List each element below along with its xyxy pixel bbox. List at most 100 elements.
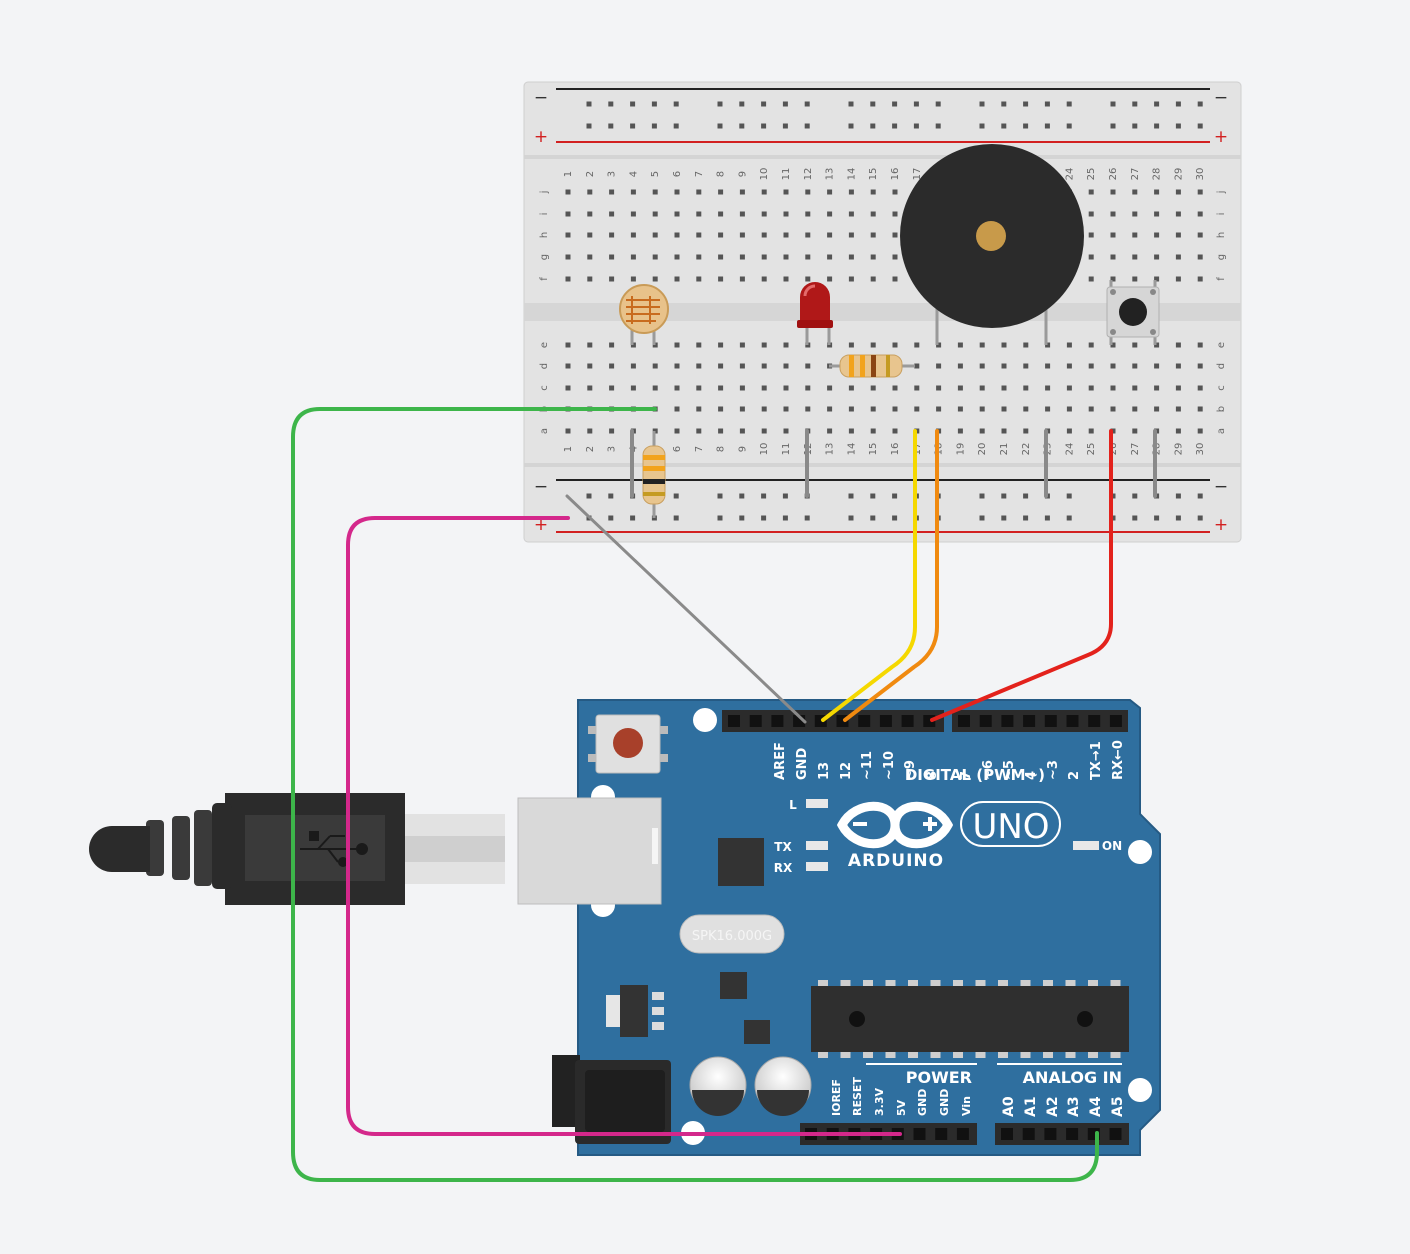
wire-orange-12: [843, 429, 939, 722]
rail-hole: [782, 493, 788, 499]
rail-hole: [717, 515, 723, 521]
usb-b-port[interactable]: [517, 785, 662, 917]
breadboard-hole: [805, 189, 811, 195]
rail-hole: [848, 493, 854, 499]
header-socket: [749, 715, 762, 727]
rail-hole: [892, 101, 898, 107]
breadboard-hole: [1023, 385, 1029, 391]
usb-cable[interactable]: [89, 793, 505, 905]
breadboard-hole: [783, 406, 789, 412]
breadboard-hole: [1175, 232, 1181, 238]
breadboard-hole: [1088, 428, 1094, 434]
rail-hole: [1066, 123, 1072, 129]
breadboard-hole: [739, 406, 745, 412]
rail-hole: [1066, 101, 1072, 107]
capacitor: [754, 1056, 812, 1116]
rail-hole: [761, 493, 767, 499]
breadboard-hole: [1132, 385, 1138, 391]
breadboard-hole: [848, 254, 854, 260]
photoresistor[interactable]: [619, 284, 669, 345]
chip-pin: [1020, 1050, 1031, 1058]
breadboard-hole: [761, 254, 767, 260]
breadboard-hole: [1132, 211, 1138, 217]
pin-label: RX←0: [1111, 740, 1126, 780]
tx-led-label: TX: [774, 840, 792, 854]
rail-hole: [1197, 515, 1203, 521]
breadboard-hole: [1197, 189, 1203, 195]
breadboard-hole: [565, 232, 571, 238]
breadboard-hole: [1110, 385, 1116, 391]
column-label: 6: [672, 446, 683, 452]
column-label: 16: [890, 443, 901, 456]
rail-hole: [1023, 123, 1029, 129]
pin-label: TX→1: [1089, 741, 1104, 780]
column-label: 13: [825, 168, 836, 181]
wire-magenta-5v: [346, 516, 902, 1136]
rail-hole: [608, 515, 614, 521]
column-label: 5: [650, 171, 661, 177]
rail-hole: [1197, 493, 1203, 499]
resistor-led[interactable]: [829, 354, 915, 378]
column-label: 25: [1086, 443, 1097, 456]
power-jack: [552, 1055, 671, 1144]
breadboard-hole: [848, 232, 854, 238]
breadboard-hole: [609, 254, 615, 260]
piezo-buzzer[interactable]: [900, 144, 1084, 345]
breadboard-hole: [1175, 385, 1181, 391]
usb-controller-chip: [718, 838, 764, 886]
breadboard-hole: [565, 254, 571, 260]
row-label: f: [1216, 277, 1227, 281]
pin-label: 3.3V: [873, 1088, 886, 1116]
breadboard-hole: [739, 211, 745, 217]
column-label: 28: [1152, 443, 1163, 456]
breadboard-hole: [1197, 232, 1203, 238]
tx-led: [806, 841, 828, 850]
breadboard-hole: [587, 254, 593, 260]
chip-pin: [1088, 980, 1098, 988]
breadboard-hole: [565, 428, 571, 434]
chip-pin: [975, 980, 986, 988]
reset-button[interactable]: [588, 714, 668, 774]
breadboard-hole: [1110, 363, 1116, 369]
rail-hole: [870, 123, 876, 129]
small-chip: [720, 972, 747, 999]
breadboard-hole: [848, 189, 854, 195]
uno-model-label: UNO: [972, 807, 1049, 847]
chip-pin: [1088, 1050, 1098, 1058]
breadboard-hole: [1045, 342, 1051, 348]
breadboard-hole: [957, 385, 963, 391]
rail-hole: [1132, 101, 1138, 107]
header-socket: [956, 1128, 969, 1140]
rail-hole: [1175, 123, 1181, 129]
mounting-hole: [1128, 840, 1152, 864]
breadboard-hole: [936, 342, 942, 348]
on-led-label: ON: [1102, 839, 1122, 853]
column-label: 14: [846, 168, 857, 181]
breadboard-hole: [892, 276, 898, 282]
breadboard-hole: [914, 406, 920, 412]
rx-led-label: RX: [774, 861, 793, 875]
rail-minus-label: −: [1214, 88, 1228, 108]
breadboard-hole: [914, 342, 920, 348]
red-led[interactable]: [797, 282, 833, 345]
column-label: 7: [694, 171, 705, 177]
column-label: 15: [868, 168, 879, 181]
breadboard-hole: [761, 385, 767, 391]
pushbutton[interactable]: [1106, 280, 1160, 345]
breadboard-hole: [979, 363, 985, 369]
breadboard-hole: [805, 385, 811, 391]
chip-pin: [840, 1050, 851, 1058]
rail-hole: [892, 493, 898, 499]
breadboard-hole: [587, 189, 593, 195]
breadboard-hole: [587, 342, 593, 348]
rail-hole: [913, 123, 919, 129]
row-label: i: [539, 213, 550, 216]
resistor-ldr[interactable]: [642, 431, 666, 518]
column-label: 7: [694, 446, 705, 452]
column-label: 8: [716, 171, 727, 177]
breadboard-hole: [1132, 232, 1138, 238]
breadboard-hole: [718, 211, 724, 217]
